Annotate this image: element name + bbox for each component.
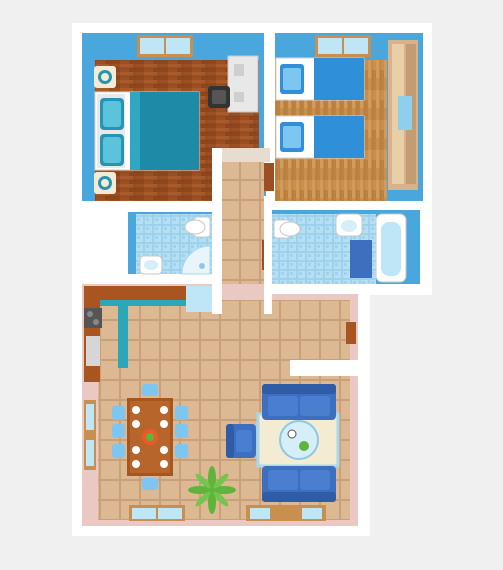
wardrobe — [388, 40, 418, 190]
bathroom-left — [128, 212, 212, 275]
twin-bedroom — [262, 33, 423, 201]
nightstand-top — [94, 66, 116, 88]
armchair — [226, 424, 256, 458]
dining-table — [127, 398, 173, 476]
master-bedroom — [82, 33, 266, 212]
window-icon — [315, 35, 371, 57]
bathroom-right — [262, 210, 422, 284]
toilet — [273, 219, 301, 239]
window-icon — [246, 505, 326, 521]
sofa-bottom — [262, 466, 336, 502]
sofa-top — [262, 384, 336, 420]
window-icon — [84, 400, 96, 470]
double-bed — [94, 91, 200, 171]
window-icon — [129, 505, 185, 521]
window-icon — [137, 35, 193, 57]
desk — [208, 55, 259, 113]
door-icon — [346, 322, 356, 344]
twin-bed-top — [275, 57, 365, 101]
bathtub — [375, 213, 407, 283]
twin-bed-bottom — [275, 115, 365, 159]
plant-icon — [188, 466, 236, 514]
living-kitchen — [82, 284, 360, 526]
shower — [181, 245, 211, 275]
kitchen-counter — [84, 286, 212, 382]
nightstand-bottom — [94, 172, 116, 194]
sink — [139, 255, 163, 275]
bath-mat — [350, 240, 372, 278]
coffee-table — [279, 420, 319, 460]
dining-chairs — [112, 384, 188, 490]
sink — [335, 213, 363, 237]
toilet — [184, 216, 211, 238]
